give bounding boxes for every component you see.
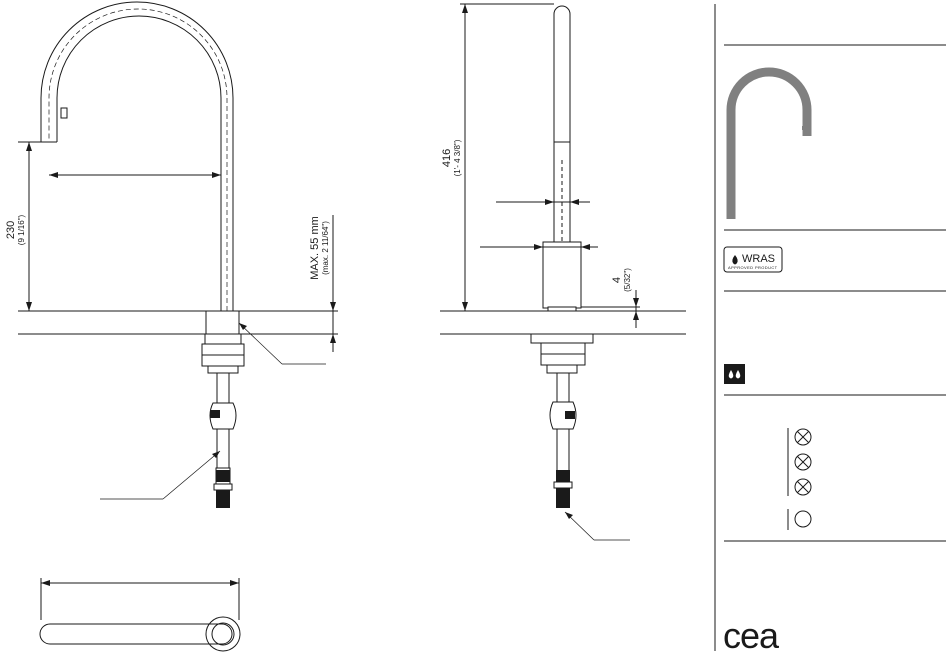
info-panel: [715, 4, 946, 651]
plate-dimension-label: 4: [611, 277, 623, 283]
height-dimension-label: 230: [5, 221, 17, 239]
height-dimension-sublabel: (9 1/16"): [17, 214, 26, 245]
crossed-circle-icon: [795, 429, 811, 445]
crossed-circle-icon: [795, 454, 811, 470]
deck-thickness-sublabel: (max. 2 11/64"): [321, 221, 330, 275]
brand-logo: cea: [723, 615, 780, 655]
water-drops-icon: [724, 364, 745, 384]
front-view: [18, 2, 338, 508]
open-circle-icon: [795, 511, 811, 527]
side-view: [440, 4, 686, 540]
wras-badge-text: WRAS: [742, 253, 775, 265]
deck-thickness-label: MAX. 55 mm: [309, 216, 321, 280]
product-thumbnail: [731, 72, 807, 219]
wras-badge-subtext: APPROVED PRODUCT: [728, 265, 778, 270]
side-height-label: 416: [441, 149, 453, 167]
crossed-circle-icon: [795, 479, 811, 495]
plate-dimension-sublabel: (5/32"): [623, 268, 632, 292]
side-height-sublabel: (1'- 4 3/8"): [453, 139, 462, 176]
top-view: [40, 578, 240, 651]
